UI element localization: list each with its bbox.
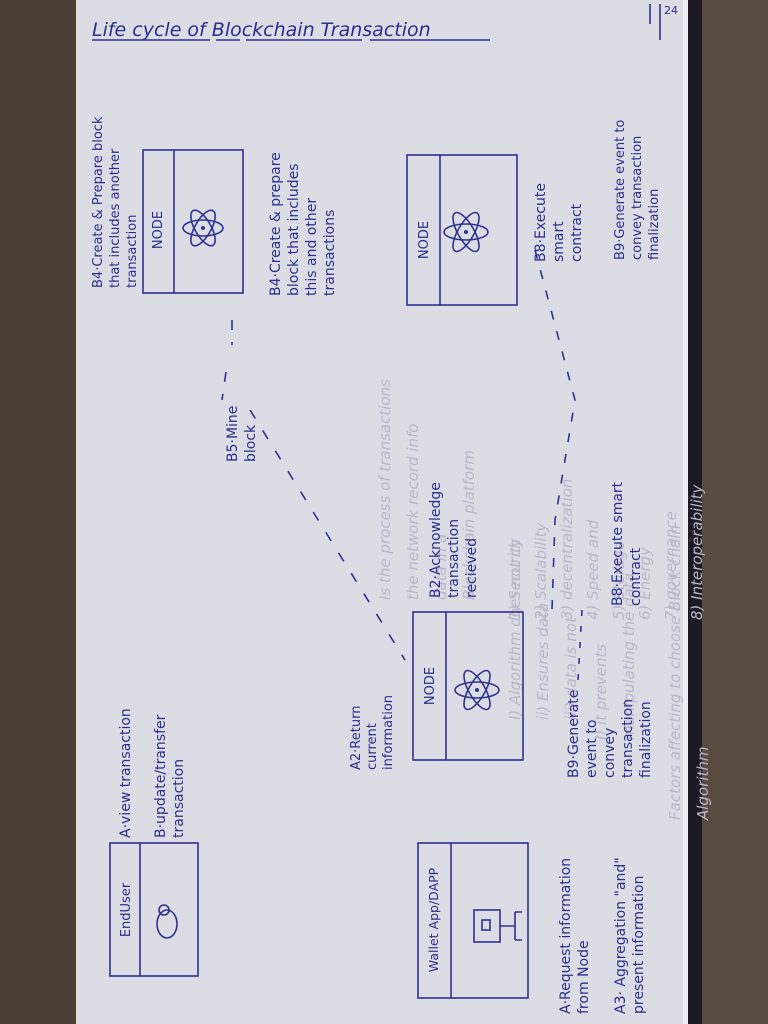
step-b2-3: recieved [464, 538, 480, 598]
end-user-label: EndUser [119, 882, 134, 937]
step-a1: A·Request information [558, 858, 574, 1014]
node3-steps: B8·Execute smart contract B9·Generate ev… [533, 120, 662, 262]
node-box-2: NODE [142, 149, 244, 294]
step-a-view: A·view transaction [118, 708, 134, 838]
connector-node1-node3 [534, 249, 576, 611]
bleed-line: the network record info [404, 424, 422, 600]
connector-node1-node2 [249, 409, 406, 661]
step-b9-4: transaction [620, 699, 636, 778]
step-a3: A3· Aggregation "and" [613, 857, 629, 1014]
node-label: NODE [423, 667, 438, 705]
node1-steps: A2·Return current information B9·Generat… [349, 690, 654, 778]
step-a2-2: current [365, 723, 380, 770]
bleed-line: 4) Speed and [584, 519, 602, 620]
step-b9-right-2: convey transaction [630, 136, 645, 260]
bleed-line: Algorithm [694, 747, 712, 821]
bleed-line: Factors affecting to choose Block chain [666, 525, 684, 820]
bleed-line: I) it prevents [592, 644, 610, 740]
step-b9-right: B9·Generate event to [613, 120, 628, 260]
step-b8-right: B8·Execute [533, 183, 549, 262]
notebook-page [76, 0, 688, 1024]
notebook-binding [688, 0, 702, 1024]
step-b8-middle: B8·Execute smart [610, 481, 626, 606]
step-b4b-3: this and other [304, 198, 320, 296]
table-surface [702, 0, 768, 1024]
bleed-line: ii) Ensures data [534, 603, 552, 720]
node2-steps: B4·Create & Prepare block that includes … [91, 116, 338, 296]
step-b9-5: finalization [638, 701, 654, 778]
atom-icon [182, 209, 224, 247]
step-b9-2: event to [584, 720, 600, 778]
step-a1-2: from Node [576, 940, 592, 1014]
middle-steps: B2·Acknowledge transaction recieved B5·M… [225, 406, 644, 606]
step-b8-right-3: contract [569, 203, 585, 262]
step-b4a-3: transaction [125, 215, 140, 288]
step-b9: B9·Generate [566, 690, 582, 778]
bleed-line: manipulating the data [620, 573, 638, 740]
step-b4a: B4·Create & Prepare block [91, 116, 106, 288]
step-b8-right-2: smart [551, 221, 567, 262]
bleed-through-text: Is the process of transactions the netwo… [376, 379, 712, 821]
bleed-line: 7) governance [662, 511, 680, 620]
bleed-line: data in a [432, 534, 450, 600]
step-b5-2: block [243, 424, 259, 462]
bleed-line: 2) Scalability [532, 522, 550, 620]
step-b5: B5·Mine [225, 406, 241, 462]
step-b-update-2: transaction [171, 759, 187, 838]
bleed-line: 3) decentralization [558, 479, 576, 620]
step-b2: B2·Acknowledge [428, 482, 444, 598]
bleed-line: 1) Security [506, 537, 524, 620]
wallet-dapp-box: Wallet App/DAPP [417, 842, 529, 999]
page-edge [683, 0, 688, 1024]
page-number: 24 [664, 4, 678, 17]
step-b9-3: convey [602, 728, 618, 778]
node-box-1: NODE [412, 611, 524, 761]
step-b4b-2: block that includes [286, 164, 302, 297]
bleed-line: Blockchain platform [460, 450, 478, 600]
page-title: Life cycle of Blockchain Transaction [92, 19, 431, 41]
step-b4b-4: transactions [322, 210, 338, 296]
atom-icon [454, 669, 500, 711]
step-b4b: B4·Create & prepare [268, 152, 284, 296]
node-label: NODE [417, 221, 432, 259]
bleed-line: 6) Energy [636, 546, 654, 620]
node-box-3: NODE [406, 154, 518, 306]
step-b2-2: transaction [446, 519, 462, 598]
wallet-steps: A·Request information from Node A3· Aggr… [558, 857, 647, 1014]
step-b8-middle-2: contract [628, 547, 644, 606]
step-b4a-2: that includes another [108, 148, 123, 288]
end-user-steps: A·view transaction B·update/transfer tra… [118, 708, 187, 838]
step-a2-3: information [381, 695, 396, 770]
person-icon [156, 904, 178, 939]
diagram-title: Life cycle of Blockchain Transaction 24 [92, 4, 678, 41]
wallet-label: Wallet App/DAPP [426, 867, 441, 972]
atom-icon [443, 211, 489, 253]
step-b-update: B·update/transfer [153, 714, 169, 838]
step-a2: A2·Return [349, 706, 364, 770]
step-a3-2: present information [631, 876, 647, 1014]
bleed-line: Is the process of transactions [376, 379, 394, 600]
bleed-line: 8) Interoperability [688, 483, 706, 620]
bleed-line: 5) Storage [610, 541, 628, 620]
connections [221, 249, 583, 681]
step-b9-right-3: finalization [647, 189, 662, 260]
end-user-box: EndUser [109, 842, 199, 977]
bleed-line: I) Algorithm does not ch [506, 539, 524, 720]
bleed-line: iii) data is not [562, 616, 580, 720]
computer-icon [473, 909, 522, 943]
node-label: NODE [151, 211, 166, 249]
